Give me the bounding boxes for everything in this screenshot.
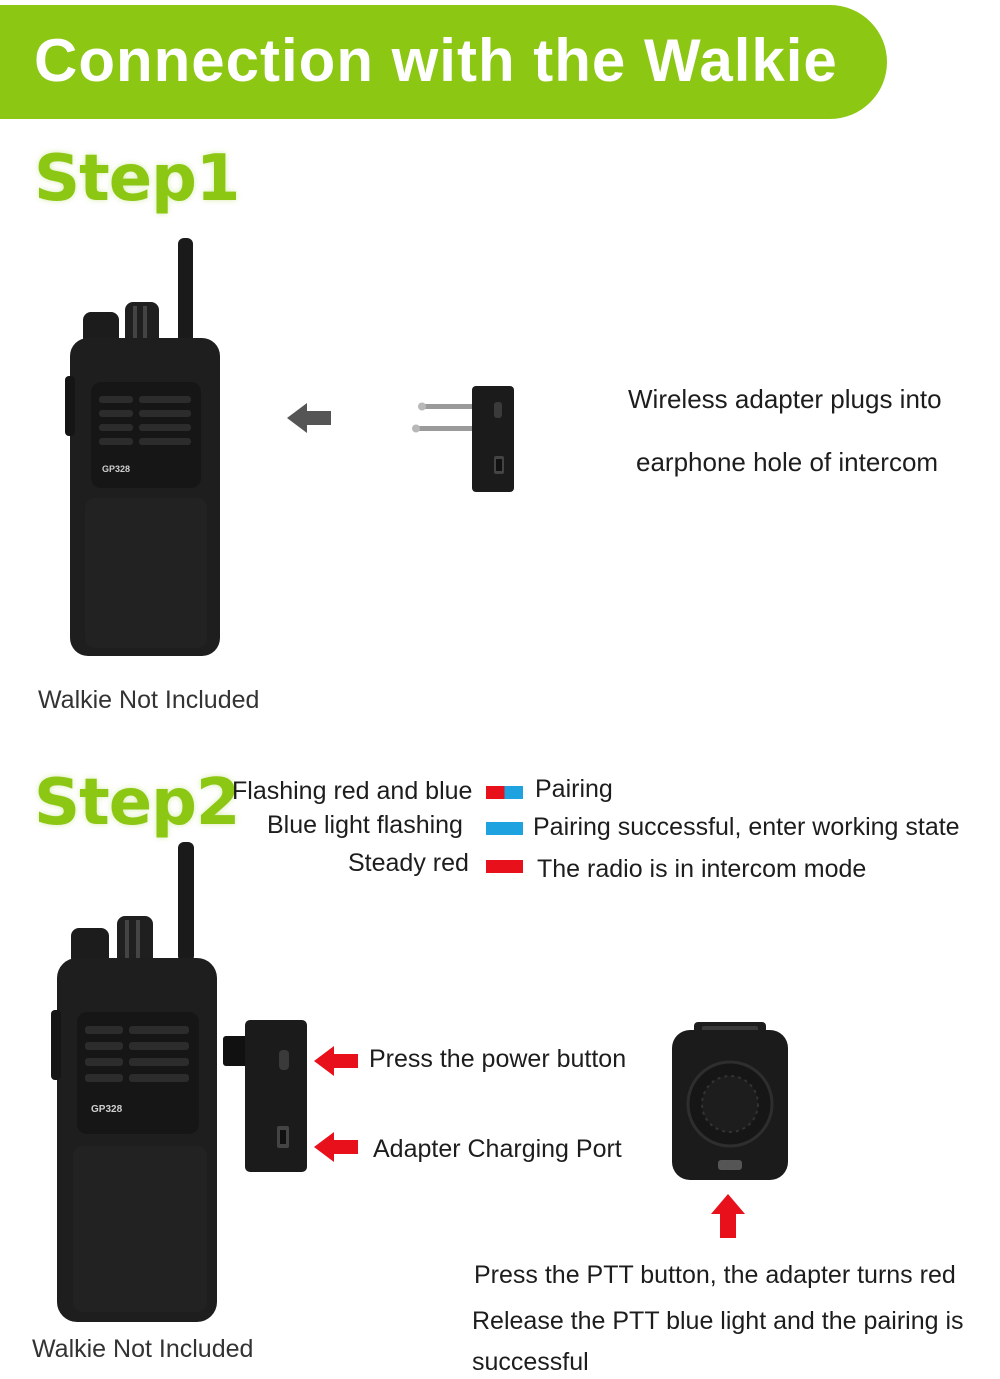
step1-walkie-not-included-note: Walkie Not Included xyxy=(38,686,260,714)
ptt-instruction-line3: successful xyxy=(472,1348,589,1376)
blue-swatch xyxy=(486,822,523,835)
legend-meaning-pairing: Pairing xyxy=(535,775,613,803)
header-banner xyxy=(0,5,887,119)
legend-state-pairing: Flashing red and blue xyxy=(232,777,473,805)
radio-model-label: GP328 xyxy=(91,1104,123,1115)
page-title: Connection with the Walkie xyxy=(34,27,838,94)
step2-walkie-not-included-note: Walkie Not Included xyxy=(32,1335,254,1363)
red-arrow-left-icon xyxy=(314,1132,358,1162)
red-arrow-left-icon xyxy=(314,1046,358,1076)
ptt-button-image xyxy=(672,1022,788,1180)
red-swatch xyxy=(486,860,523,873)
legend-state-red: Steady red xyxy=(348,849,469,877)
step2-title: Step2 xyxy=(34,766,240,840)
ptt-instruction-line2: Release the PTT blue light and the pairi… xyxy=(472,1307,964,1335)
step1-instruction-line1: Wireless adapter plugs into xyxy=(628,384,942,414)
charging-port-label: Adapter Charging Port xyxy=(373,1135,622,1163)
red-blue-swatch xyxy=(486,786,523,799)
red-arrow-up-icon xyxy=(711,1194,745,1238)
radio-model-label: GP328 xyxy=(102,464,130,474)
legend-meaning-blue: Pairing successful, enter working state xyxy=(533,813,960,841)
legend-state-blue: Blue light flashing xyxy=(267,811,463,839)
step1-instruction-line2: earphone hole of intercom xyxy=(636,447,939,477)
walkie-with-adapter-image: GP328 xyxy=(51,842,307,1322)
power-button-label: Press the power button xyxy=(369,1045,627,1073)
ptt-instruction-line1: Press the PTT button, the adapter turns … xyxy=(474,1261,956,1289)
wireless-adapter-image xyxy=(412,386,514,492)
step1-title: Step1 xyxy=(34,142,240,216)
arrow-left-icon xyxy=(287,403,331,433)
walkie-talkie-image: GP328 xyxy=(65,238,220,656)
legend-meaning-red: The radio is in intercom mode xyxy=(537,855,867,883)
